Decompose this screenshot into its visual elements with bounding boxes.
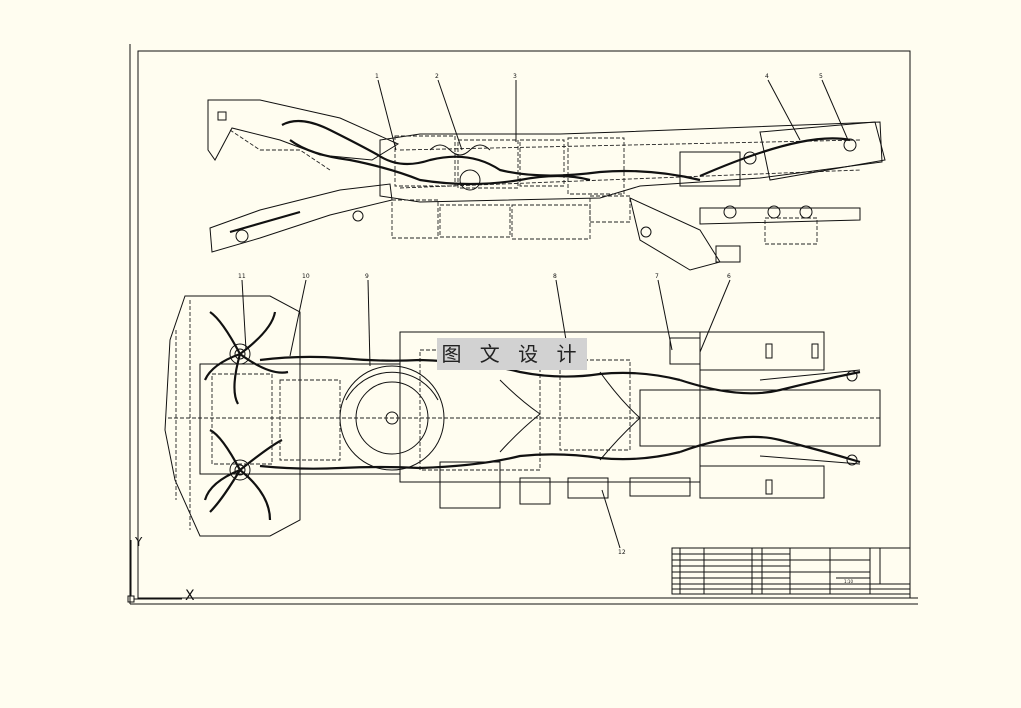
balloon-3: 3 bbox=[513, 73, 517, 80]
balloon-8: 8 bbox=[553, 273, 557, 280]
ucs-x-label: X bbox=[185, 588, 195, 604]
title-block-scale: 1:10 bbox=[844, 579, 853, 584]
balloon-labels: 1 2 3 4 5 11 10 9 8 7 6 12 bbox=[238, 73, 823, 556]
balloon-9: 9 bbox=[365, 273, 369, 280]
bottom-leader-lines bbox=[241, 279, 731, 549]
balloon-7: 7 bbox=[655, 273, 659, 280]
balloon-10: 10 bbox=[302, 273, 310, 280]
sheet-frame bbox=[129, 44, 918, 605]
top-leader-lines bbox=[377, 79, 849, 151]
balloon-1: 1 bbox=[375, 73, 379, 80]
balloon-5: 5 bbox=[819, 73, 823, 80]
balloon-6: 6 bbox=[727, 273, 731, 280]
watermark-label: 图 文 设 计 bbox=[437, 338, 587, 370]
title-block: 1:10 bbox=[671, 547, 911, 595]
side-elevation-view bbox=[207, 99, 886, 271]
ucs-icon: Y X bbox=[127, 535, 195, 604]
plan-view bbox=[164, 295, 881, 537]
balloon-11: 11 bbox=[238, 273, 246, 280]
balloon-4: 4 bbox=[765, 73, 769, 80]
ucs-y-label: Y bbox=[134, 535, 143, 549]
balloon-12: 12 bbox=[618, 549, 626, 556]
balloon-2: 2 bbox=[435, 73, 439, 80]
